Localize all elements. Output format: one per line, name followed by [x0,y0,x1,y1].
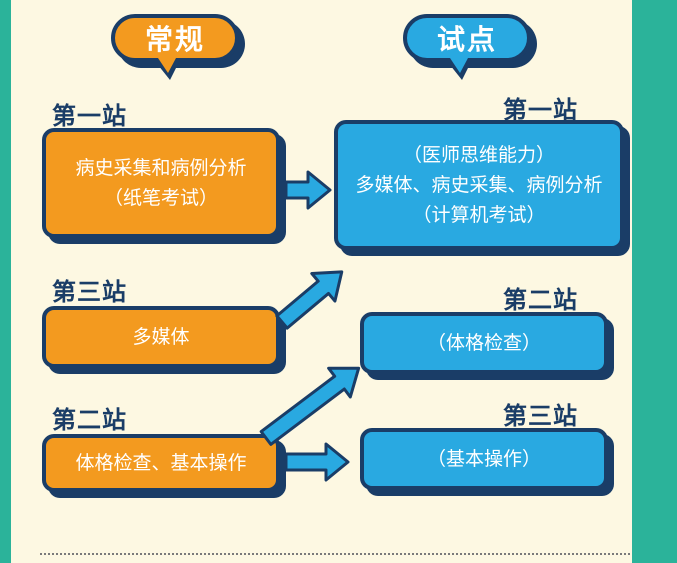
divider [40,553,630,555]
arrow-stage1 [284,170,332,210]
regular-stage3-label: 第三站 [52,278,127,306]
regular-header-tail [154,58,180,80]
regular-header: 常规 [111,14,239,62]
pilot-stage2-content: （体格检查） [426,332,541,354]
regular-stage1-content: 病史采集和病例分析 （纸笔考试） [75,157,247,209]
regular-stage3-content: 多媒体 [132,326,190,348]
pilot-stage2-box: （体格检查） [360,312,608,374]
arrow-stage2-upper [259,366,361,446]
pilot-header-tail [446,58,472,80]
pilot-stage1-label: 第一站 [503,96,578,124]
pilot-stage3-content: （基本操作） [426,448,541,470]
regular-stage1-box: 病史采集和病例分析 （纸笔考试） [42,128,280,238]
regular-stage2-label: 第二站 [52,406,127,434]
pilot-stage1-box: （医师思维能力） 多媒体、病史采集、病例分析 （计算机考试） [334,120,624,250]
pilot-stage1-content: （医师思维能力） 多媒体、病史采集、病例分析 （计算机考试） [355,144,603,226]
regular-stage2-content: 体格检查、基本操作 [75,452,247,474]
arrow-stage3 [275,270,344,330]
pilot-stage3-box: （基本操作） [360,428,608,490]
pilot-stage2-label: 第二站 [503,286,578,314]
arrow-stage2-lower [284,442,350,482]
regular-header-label: 常规 [144,23,205,56]
pilot-header: 试点 [403,14,531,62]
pilot-header-label: 试点 [436,23,497,56]
pilot-stage3-label: 第三站 [503,402,578,430]
regular-stage1-label: 第一站 [52,102,127,130]
regular-stage2-box: 体格检查、基本操作 [42,434,280,492]
regular-stage3-box: 多媒体 [42,306,280,368]
